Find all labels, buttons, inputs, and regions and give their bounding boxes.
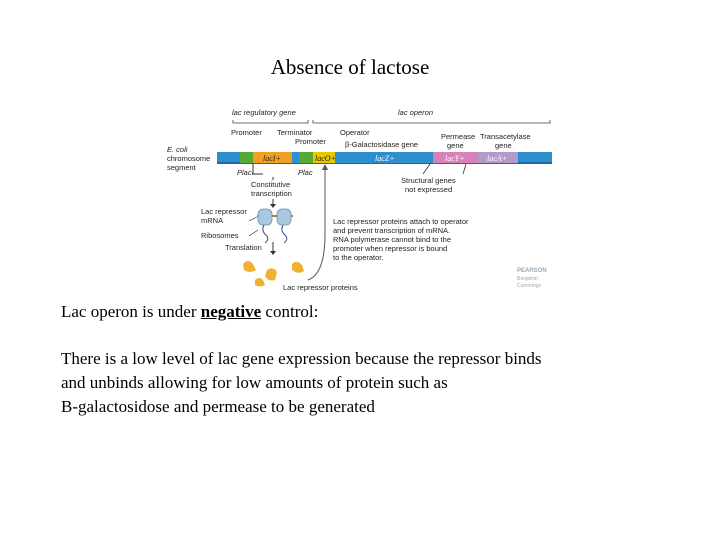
lac-operon-figure: lac regulatory gene lac operon Promoter … [167, 108, 552, 292]
control-suffix: control: [261, 302, 319, 321]
label-terminator: Terminator [277, 128, 313, 137]
arrowhead-translation [270, 251, 276, 255]
ribosome-1 [257, 208, 273, 226]
label-not-expressed: not expressed [405, 185, 452, 194]
transcription-start-arrow [252, 164, 263, 175]
label-repressor-proteins: Lac repressor proteins [283, 283, 358, 292]
repressor-protein-3 [292, 261, 304, 273]
lacz-gene-segment [335, 152, 433, 163]
label-repressor-mrna-1: Lac repressor [201, 207, 247, 216]
note-line-2: and prevent transcription of mRNA. [333, 226, 450, 235]
gene-laco: lacO+ [315, 154, 336, 163]
ribosome-2 [276, 208, 292, 226]
slide-title: Absence of lactose [270, 55, 430, 79]
note-line-3: RNA polymerase cannot bind to the [333, 235, 451, 244]
repressor-protein-1 [243, 261, 256, 272]
label-bgal-gene: β-Galactosidase gene [345, 140, 418, 149]
note-line-5: to the operator. [333, 253, 383, 262]
control-statement: Lac operon is under negative control: [61, 300, 701, 324]
gene-laci: lacI+ [263, 154, 281, 163]
label-translation: Translation [225, 243, 262, 252]
label-permease-2: gene [447, 141, 464, 150]
paragraph-line-2: and unbinds allowing for low amounts of … [61, 373, 448, 392]
laca-gene-segment [478, 152, 518, 163]
operator-segment [313, 152, 335, 163]
promoter-lac-segment [299, 152, 313, 163]
label-lac-regulatory-gene: lac regulatory gene [232, 108, 296, 117]
arrowhead-mrna [270, 204, 276, 208]
label-operator: Operator [340, 128, 370, 137]
label-structural-genes: Structural genes [401, 176, 456, 185]
polypeptide-1 [262, 224, 269, 244]
note-line-4: promoter when repressor is bound [333, 244, 447, 253]
label-chromosome: chromosome [167, 154, 210, 163]
laci-gene-segment [253, 152, 292, 163]
gene-laca: lacA+ [487, 154, 507, 163]
repressor-protein-4 [255, 278, 265, 287]
paragraph-line-1: There is a low level of lac gene express… [61, 349, 542, 368]
gene-lacz: lacZ+ [375, 154, 395, 163]
label-ecoli: E. coli [167, 145, 188, 154]
watermark-benjamin: Benjamin [517, 276, 538, 282]
label-lac-operon: lac operon [398, 108, 433, 117]
control-prefix: Lac operon is under [61, 302, 201, 321]
gene-lacy: lacY+ [445, 154, 465, 163]
polypeptide-2 [281, 224, 288, 244]
label-transacetylase-2: gene [495, 141, 512, 150]
promoter-laci-segment [240, 152, 253, 163]
binding-arrow [307, 168, 326, 281]
watermark-pearson: PEARSON [517, 268, 547, 274]
control-emphasis: negative [200, 302, 262, 321]
paragraph-line-3: B-galactosidose and permease to be gener… [61, 397, 375, 416]
bracket-operon [312, 120, 551, 124]
terminator-segment [292, 152, 299, 163]
structural-pointer-2 [462, 163, 467, 175]
mrna-pointer [248, 216, 258, 222]
explanation-paragraph: There is a low level of lac gene express… [61, 347, 701, 419]
structural-pointer-1 [422, 163, 431, 175]
label-transcription: transcription [251, 189, 292, 198]
lac-operon-diagram: lac regulatory gene lac operon Promoter … [165, 104, 557, 294]
label-segment: segment [167, 163, 197, 172]
label-ribosomes: Ribosomes [201, 231, 239, 240]
label-promoter: Promoter [231, 128, 262, 137]
label-promoter-2: Promoter [295, 137, 326, 146]
note-line-1: Lac repressor proteins attach to operato… [333, 217, 469, 226]
binding-arrowhead [322, 164, 328, 170]
label-constitutive: Constitutive [251, 180, 290, 189]
label-p-lac: Plac [298, 168, 313, 177]
repressor-protein-2 [265, 268, 277, 281]
lacy-gene-segment [433, 152, 478, 163]
watermark-cummings: Cummings [517, 283, 541, 289]
label-p-laci: PlacI [237, 168, 254, 177]
ribosome-pointer [248, 229, 259, 237]
label-repressor-mrna-2: mRNA [201, 216, 223, 225]
label-transacetylase-1: Transacetylase [480, 132, 531, 141]
bracket-regulatory [232, 120, 309, 124]
label-permease-1: Permease [441, 132, 475, 141]
